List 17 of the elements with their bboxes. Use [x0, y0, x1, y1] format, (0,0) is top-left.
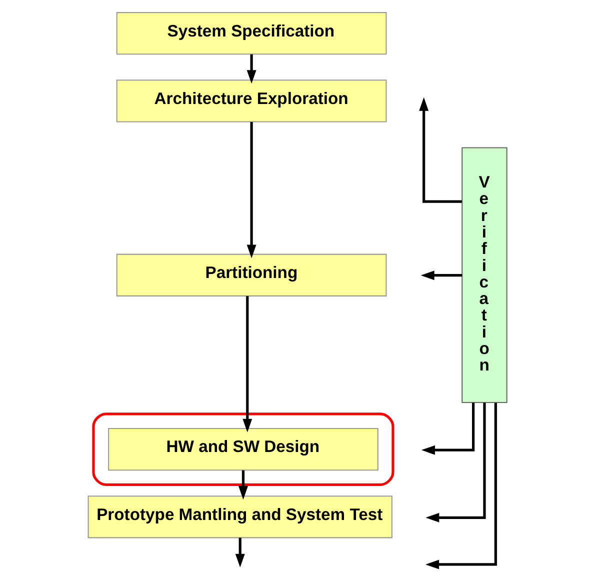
arrow — [246, 54, 256, 84]
cluster — [92, 412, 394, 486]
arrow — [419, 97, 462, 203]
arrow — [420, 270, 462, 280]
arrow — [238, 470, 248, 500]
node-box: Prototype Mantling and System Test — [88, 496, 392, 538]
arrow — [235, 538, 245, 568]
arrow — [246, 122, 256, 258]
node-box: Architecture Exploration — [116, 80, 387, 122]
node-box: System Specification — [116, 12, 387, 55]
arrow — [242, 296, 252, 432]
node-box: Partitioning — [116, 254, 387, 296]
arrow — [421, 402, 475, 455]
arrow — [426, 402, 486, 522]
node-box: Verification — [462, 147, 508, 404]
node-box: HW and SW Design — [108, 428, 378, 471]
arrow — [425, 402, 497, 569]
